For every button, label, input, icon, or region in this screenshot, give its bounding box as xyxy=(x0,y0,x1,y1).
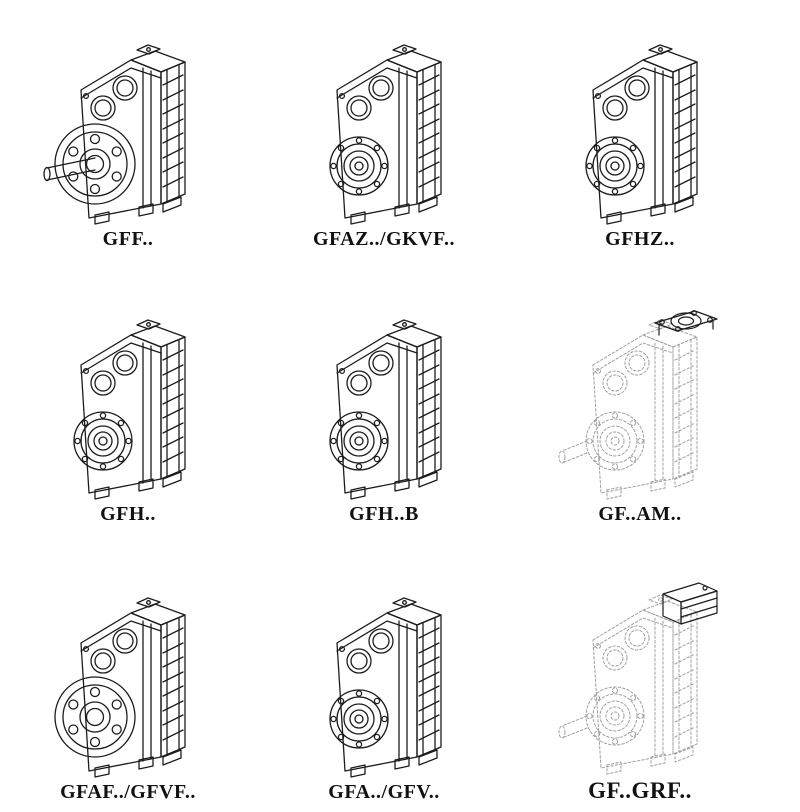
catalog-cell-gfa-gfv: GFA../GFV.. xyxy=(296,566,472,812)
gearbox-drawing-hollow-shaft xyxy=(296,16,472,226)
gearbox-drawing-flange-solid-shaft xyxy=(40,16,216,226)
gearbox-type-label: GFF.. xyxy=(102,228,154,250)
gearbox-type-label: GFAF../GFVF.. xyxy=(60,781,196,803)
gearbox-type-label: GFH.. xyxy=(100,503,156,525)
catalog-cell-gf-grf: GF..GRF.. xyxy=(552,566,728,812)
catalog-cell-gfhz: GFHZ.. xyxy=(552,16,728,259)
gearbox-type-label: GFHZ.. xyxy=(605,228,675,250)
gearbox-drawing-flange-hollow xyxy=(40,569,216,779)
gearbox-drawing-hollow-shaft xyxy=(552,16,728,226)
gearbox-drawing-hollow-shaft xyxy=(40,291,216,501)
catalog-cell-gfh: GFH.. xyxy=(40,291,216,534)
gearbox-drawing-phantom-iec-adapter xyxy=(552,291,728,501)
gearbox-drawing-hollow-shaft xyxy=(296,569,472,779)
catalog-cell-gfaz-gkvf: GFAZ../GKVF.. xyxy=(296,16,472,259)
gearbox-type-label: GF..GRF.. xyxy=(588,778,692,803)
gearbox-type-label: GFH..B xyxy=(349,503,419,525)
gearbox-type-label: GFAZ../GKVF.. xyxy=(312,228,456,250)
catalog-cell-gff: GFF.. xyxy=(40,16,216,259)
gearbox-type-label: GF..AM.. xyxy=(598,503,682,525)
gearbox-type-label: GFA../GFV.. xyxy=(328,781,440,803)
catalog-cell-gfh-b: GFH..B xyxy=(296,291,472,534)
catalog-cell-gfaf-gfvf: GFAF../GFVF.. xyxy=(40,566,216,812)
gearbox-drawing-hollow-shaft-foot xyxy=(296,291,472,501)
gearbox-drawing-phantom-top-adapter xyxy=(552,566,728,776)
catalog-cell-gf-am: GF..AM.. xyxy=(552,291,728,534)
